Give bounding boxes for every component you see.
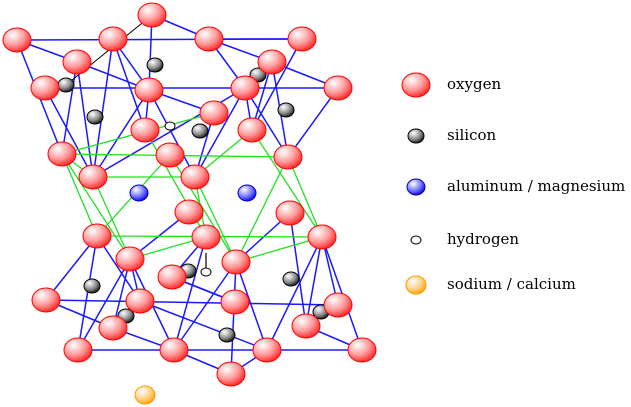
tetrahedral-bond <box>92 89 150 178</box>
octahedral-bond <box>92 176 131 260</box>
tetrahedral-bond <box>289 212 307 327</box>
oxygen-atom <box>323 75 353 101</box>
sodium-atom-icon <box>405 275 427 295</box>
oxygen-atom <box>157 264 187 290</box>
tetrahedral-bond <box>244 87 289 158</box>
oxygen-atom <box>63 337 93 363</box>
tetrahedral-bond <box>139 300 268 351</box>
oxygen-atom <box>30 75 60 101</box>
tetrahedral-bond <box>92 38 114 178</box>
oxygen-atom <box>252 337 282 363</box>
oxygen-atom <box>194 26 224 52</box>
tetrahedral-bond <box>44 87 94 178</box>
octahedral-bond <box>235 236 323 263</box>
tetrahedral-bond <box>45 235 98 301</box>
oxygen-atom <box>230 75 260 101</box>
aluminum-atom <box>129 184 149 202</box>
tetrahedral-bond <box>61 61 78 155</box>
aluminum-atom <box>237 184 257 202</box>
octahedral-bond <box>61 153 98 237</box>
oxygen-atom <box>275 200 305 226</box>
octahedral-bond <box>287 156 323 238</box>
oxygen-atom <box>307 224 337 250</box>
oxygen-atom <box>78 164 108 190</box>
oxygen-atom <box>82 223 112 249</box>
tetrahedral-bond <box>45 299 339 306</box>
oxygen-atom <box>191 224 221 250</box>
tetrahedral-bond <box>266 236 323 351</box>
oxygen-atom <box>237 117 267 143</box>
tetrahedral-bond <box>77 235 98 351</box>
oxygen-atom <box>31 287 61 313</box>
silicon-atom <box>57 77 75 93</box>
legend-label: hydrogen <box>447 230 520 248</box>
silicon-atom <box>282 271 300 287</box>
aluminum-atom-icon <box>406 178 426 196</box>
tetrahedral-bond <box>287 87 339 158</box>
tetrahedral-bond <box>148 14 153 91</box>
oxygen-atom <box>2 27 32 53</box>
silicon-atom <box>146 57 164 73</box>
silicon-atom <box>191 123 209 139</box>
oxygen-atom <box>115 246 145 272</box>
oxygen-atom <box>47 141 77 167</box>
oxygen-atom <box>291 313 321 339</box>
hydrogen-atom-icon <box>410 235 422 245</box>
silicon-atom <box>218 327 236 343</box>
oxygen-atom <box>257 49 287 75</box>
oxygen-atom-icon <box>401 72 431 98</box>
tetrahedral-bond <box>112 38 146 131</box>
oxygen-atom <box>323 292 353 318</box>
tetrahedral-bond <box>194 87 246 178</box>
oxygen-atom <box>62 49 92 75</box>
tetrahedral-bond <box>305 236 323 327</box>
octahedral-bond <box>251 129 323 238</box>
oxygen-atom <box>347 337 377 363</box>
silicon-atom <box>83 278 101 294</box>
octahedral-bond <box>235 156 289 263</box>
hydrogen-atom <box>200 267 212 277</box>
tetrahedral-bond <box>173 261 237 351</box>
tetrahedral-bond <box>251 38 303 131</box>
tetrahedral-bond <box>230 261 237 375</box>
oxygen-atom <box>159 337 189 363</box>
legend-label: aluminum / magnesium <box>447 177 626 195</box>
oxygen-atom <box>273 144 303 170</box>
oxygen-atom <box>216 361 246 387</box>
octahedral-bond <box>169 154 237 263</box>
oxygen-atom <box>155 142 185 168</box>
tetrahedral-bond <box>235 261 268 351</box>
silicon-atom <box>86 109 104 125</box>
oxygen-atom <box>221 249 251 275</box>
tetrahedral-bond <box>173 236 207 351</box>
oxygen-atom <box>125 288 155 314</box>
legend-label: silicon <box>447 126 497 144</box>
silicon-atom <box>277 102 295 118</box>
octahedral-bond <box>61 153 131 260</box>
tetrahedral-bond <box>77 258 131 351</box>
octahedral-bond <box>194 176 237 263</box>
oxygen-atom <box>287 26 317 52</box>
oxygen-atom <box>98 315 128 341</box>
hydrogen-atom <box>164 121 176 131</box>
oxygen-atom <box>174 199 204 225</box>
silicon-atom-icon <box>407 128 425 144</box>
oxygen-atom <box>137 2 167 28</box>
tetrahedral-bond <box>148 89 196 178</box>
legend-label: sodium / calcium <box>447 275 576 293</box>
legend-label: oxygen <box>447 75 502 93</box>
oxygen-atom <box>220 289 250 315</box>
oxygen-atom <box>180 164 210 190</box>
oxygen-atom <box>199 100 229 126</box>
tetrahedral-bond <box>76 61 94 178</box>
oxygen-atom <box>134 77 164 103</box>
oxygen-atom <box>130 117 160 143</box>
sodium-atom <box>134 385 156 405</box>
oxygen-atom <box>98 26 128 52</box>
